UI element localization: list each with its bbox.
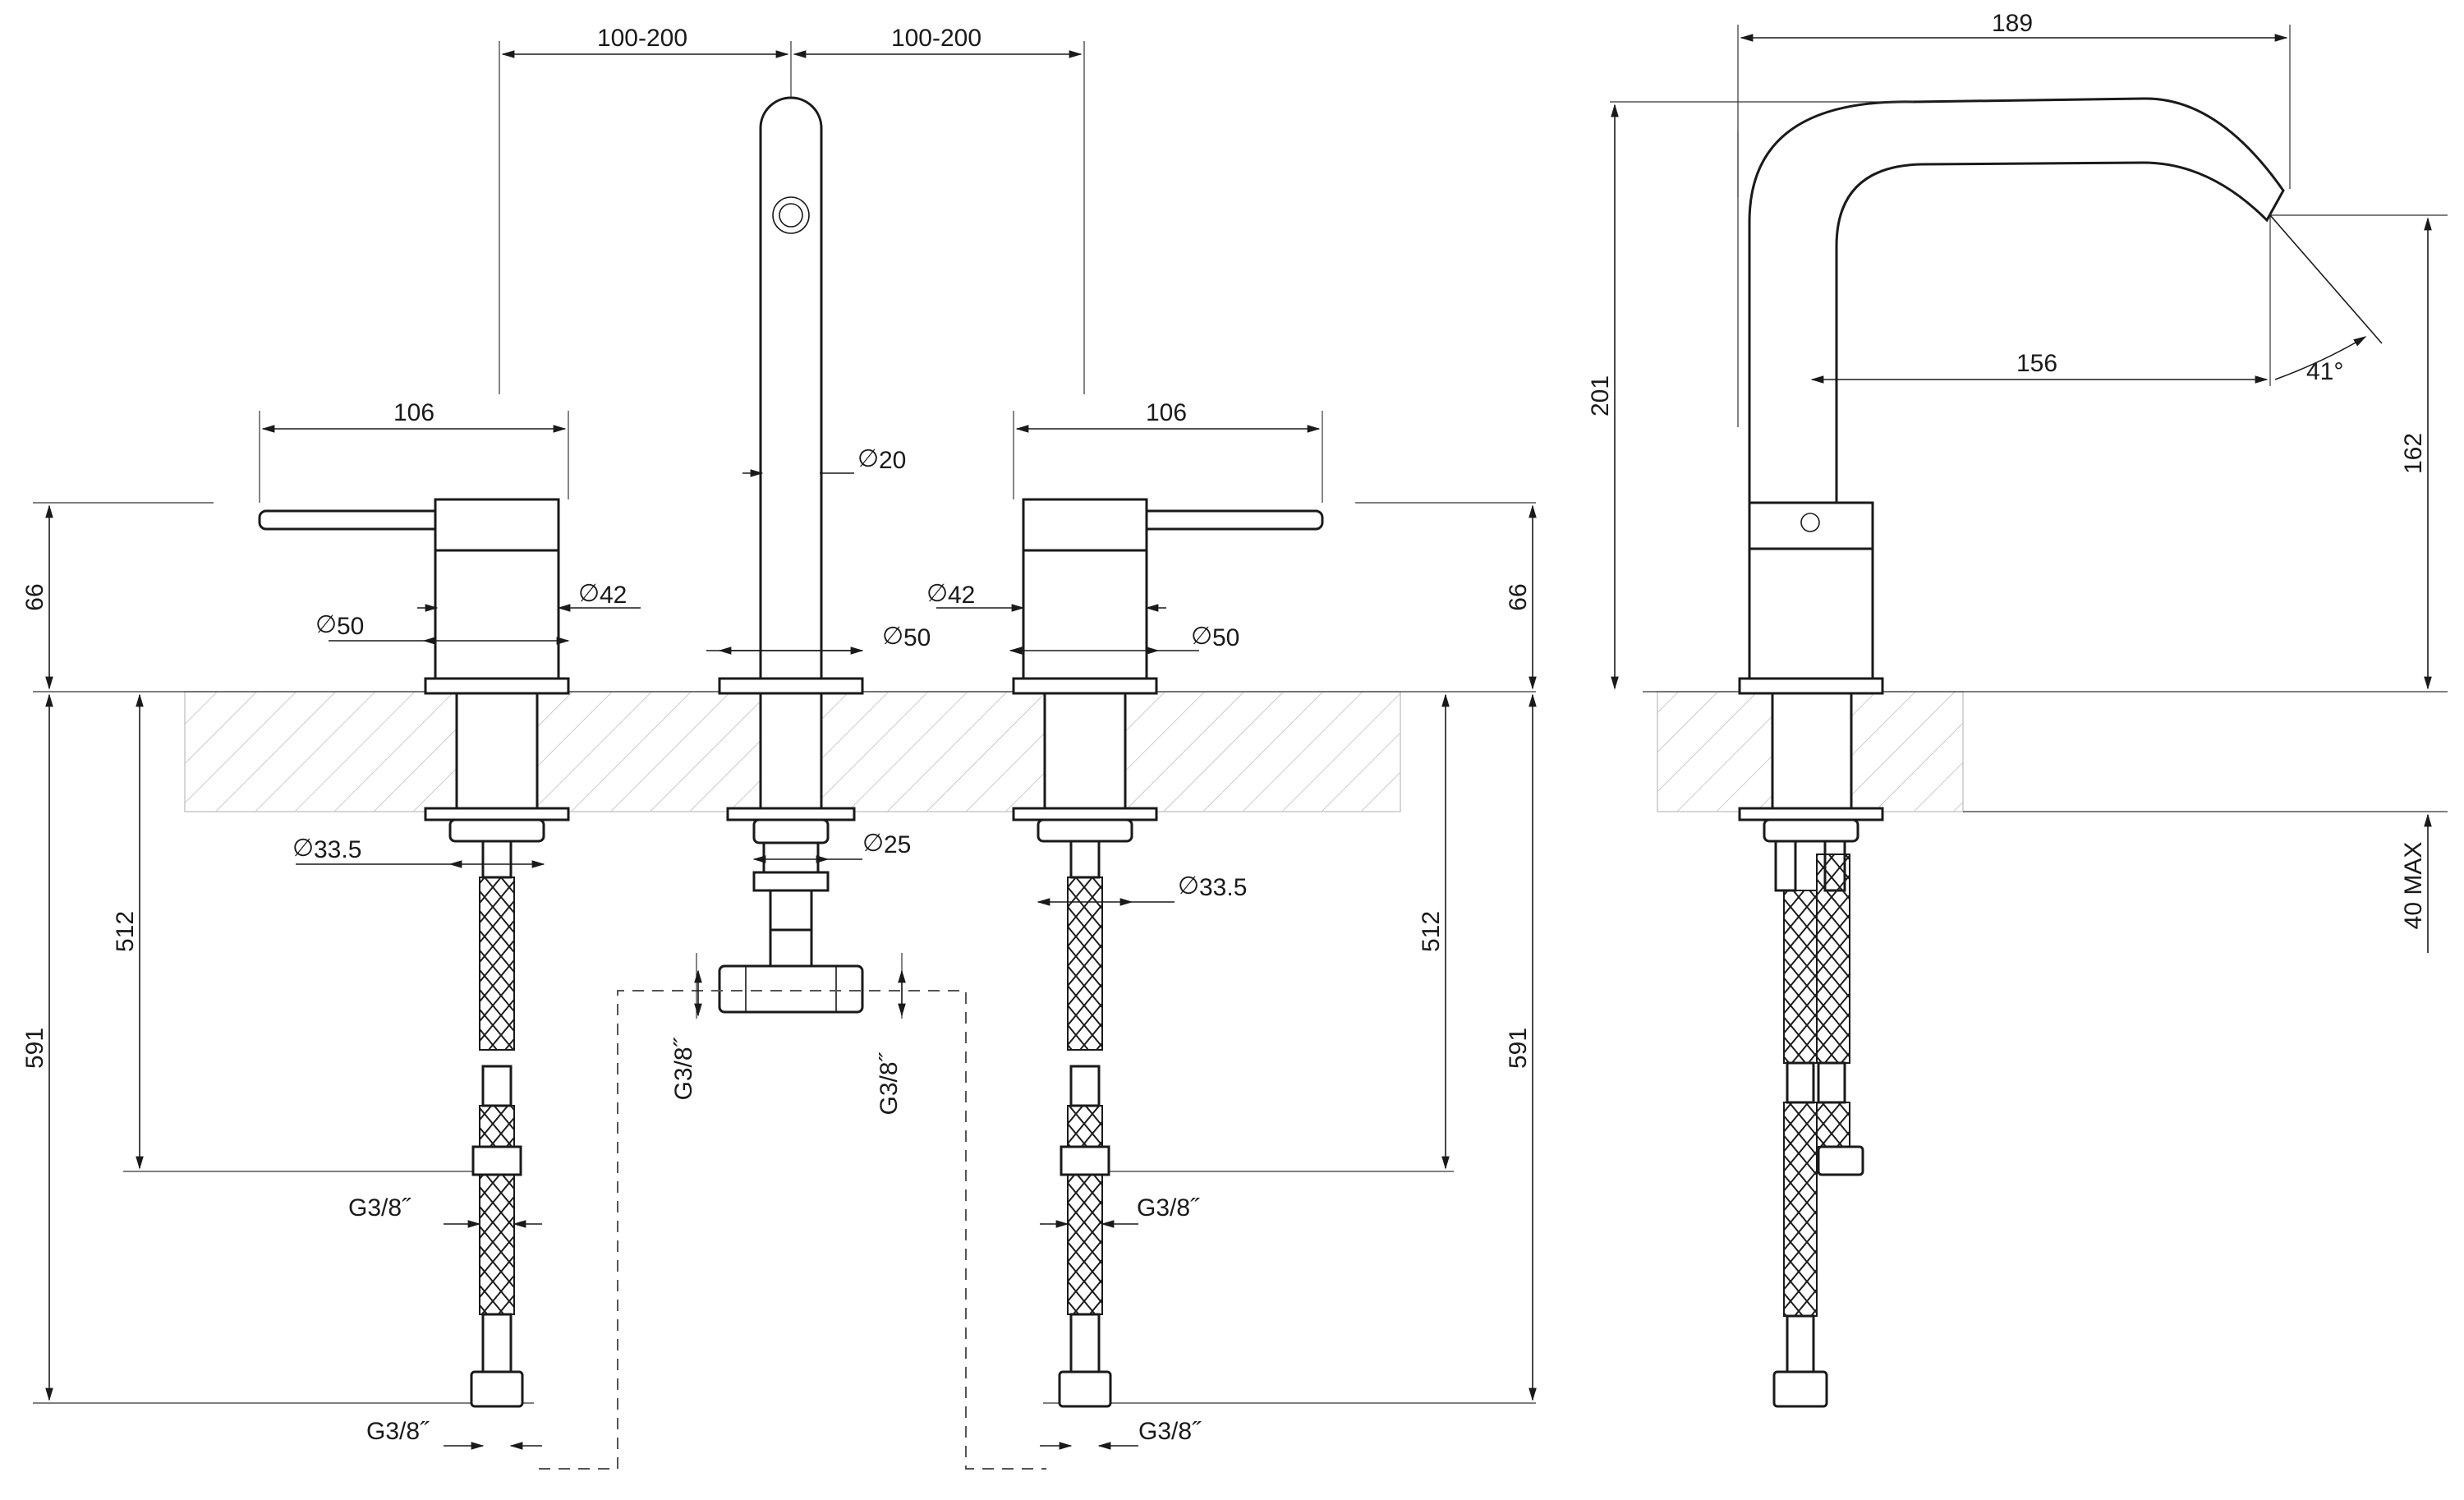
left-mixer-handle <box>258 498 570 1408</box>
flange-diameter-left-symbol: ∅ <box>315 611 337 638</box>
body-diameter-right-symbol: ∅ <box>926 580 948 607</box>
flange-diameter-right-label: 50 <box>1212 624 1239 651</box>
hose-length-left-label: 512 <box>112 911 139 952</box>
handle-width-right-label: 106 <box>1146 399 1187 426</box>
height-above-deck-right-label: 66 <box>1505 583 1532 610</box>
shank-diameter-center-symbol: ∅ <box>862 830 884 857</box>
spout-diameter-label: 20 <box>879 447 906 474</box>
side-faucet-body <box>1738 97 2285 1408</box>
thread-hose-right-label: G3/8˝ <box>1137 1194 1200 1222</box>
nut-diameter-left-symbol: ∅ <box>292 835 314 862</box>
total-length-left-label: 591 <box>21 1028 48 1069</box>
side-labels: 189 156 41° 201 162 40 MAX <box>1587 10 2427 929</box>
spout-angle-label: 41° <box>2306 358 2343 385</box>
thread-end-left-label: G3/8˝ <box>366 1418 430 1445</box>
nut-diameter-left-label: 33.5 <box>314 836 361 863</box>
center-spout <box>718 96 864 1014</box>
handle-width-left-label: 106 <box>393 399 434 426</box>
nut-diameter-right-symbol: ∅ <box>1178 872 1199 900</box>
spout-reach-label: 156 <box>2016 350 2057 377</box>
total-length-right-label: 591 <box>1505 1028 1532 1069</box>
shank-diameter-center-label: 25 <box>884 831 911 858</box>
spacing-left-label: 100-200 <box>597 25 687 52</box>
flange-diameter-left-label: 50 <box>337 613 364 640</box>
body-diameter-right-label: 42 <box>948 582 975 609</box>
front-dimension-lines <box>45 41 1537 1450</box>
thread-tee-right-label: G3/8˝ <box>876 1051 903 1115</box>
front-view: 100-200 100-200 106 106 ∅ 20 ∅ 42 ∅ 42 ∅… <box>21 25 1537 1470</box>
front-labels: 100-200 100-200 106 106 ∅ 20 ∅ 42 ∅ 42 ∅… <box>21 25 1532 1445</box>
body-diameter-left-symbol: ∅ <box>578 580 600 607</box>
thread-hose-left-label: G3/8˝ <box>348 1194 411 1222</box>
deck-thickness-label: 40 MAX <box>2400 842 2427 930</box>
side-view: 189 156 41° 201 162 40 MAX <box>1587 10 2448 1408</box>
outlet-height-label: 162 <box>2400 433 2427 474</box>
thread-end-right-label: G3/8˝ <box>1138 1418 1202 1445</box>
body-diameter-left-label: 42 <box>600 582 627 609</box>
thread-tee-left-label: G3/8˝ <box>670 1037 697 1100</box>
installation-box-outline <box>539 990 1046 1470</box>
height-above-deck-left-label: 66 <box>21 583 48 610</box>
right-mixer-handle <box>1012 498 1324 1408</box>
nut-diameter-right-label: 33.5 <box>1199 874 1247 901</box>
spacing-right-label: 100-200 <box>891 25 981 52</box>
hose-length-right-label: 512 <box>1418 911 1445 952</box>
flange-diameter-center-symbol: ∅ <box>882 623 903 650</box>
spout-diameter-symbol: ∅ <box>857 445 879 472</box>
total-height-label: 201 <box>1587 375 1614 416</box>
flange-diameter-center-label: 50 <box>903 624 931 651</box>
side-dimension-lines <box>1610 25 2448 953</box>
spout-reach-total-label: 189 <box>1992 10 2033 37</box>
flange-diameter-right-symbol: ∅ <box>1191 623 1212 650</box>
